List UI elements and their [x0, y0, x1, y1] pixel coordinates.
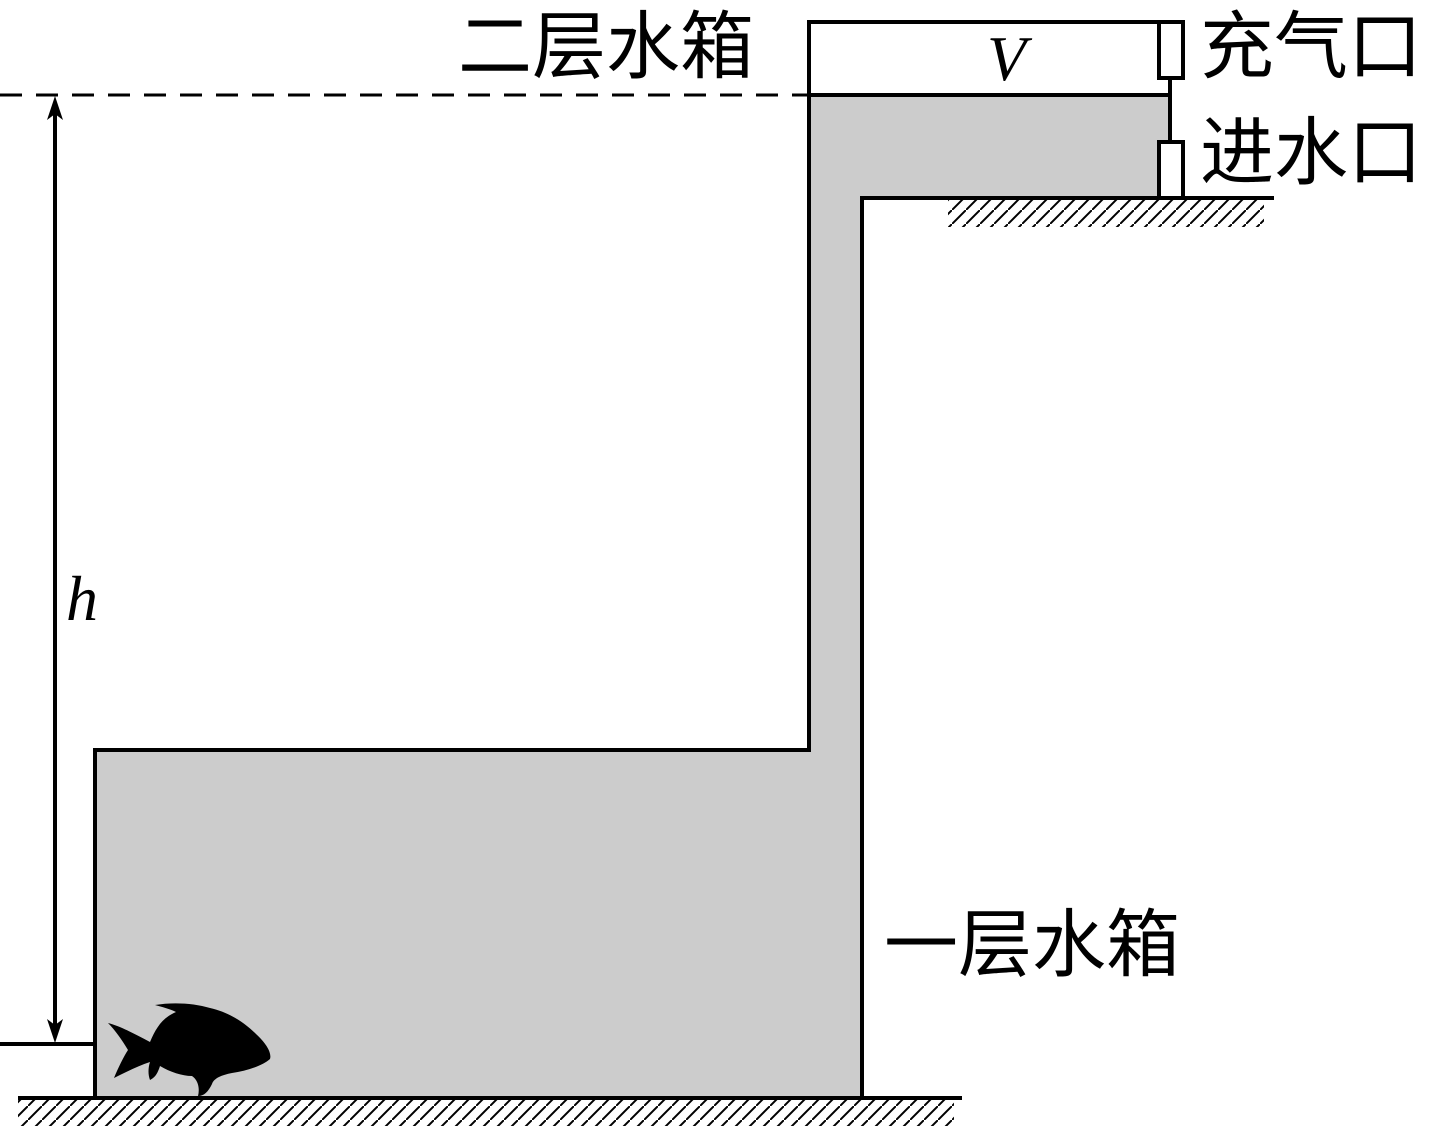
lower-tank-label: 一层水箱: [884, 902, 1180, 988]
height-arrow-top: [47, 96, 63, 120]
tank-inner-wall: [860, 196, 1274, 1098]
air-inlet-valve: [1157, 20, 1185, 80]
water-inlet-valve: [1157, 140, 1185, 200]
gas-volume-label: V: [987, 23, 1033, 94]
water-inlet-label: 进水口: [1200, 110, 1422, 196]
lower-tank-wall: [93, 20, 1182, 1098]
water-fill: [95, 95, 1170, 1098]
air-inlet-label: 充气口: [1200, 4, 1422, 90]
ground-hatching-top: [948, 199, 1264, 227]
upper-tank-label: 二层水箱: [458, 4, 754, 90]
height-arrow-bottom: [47, 1019, 63, 1043]
ground-hatching-bottom: [18, 1098, 954, 1126]
fish-icon: [108, 1003, 271, 1096]
height-label: h: [66, 563, 98, 634]
